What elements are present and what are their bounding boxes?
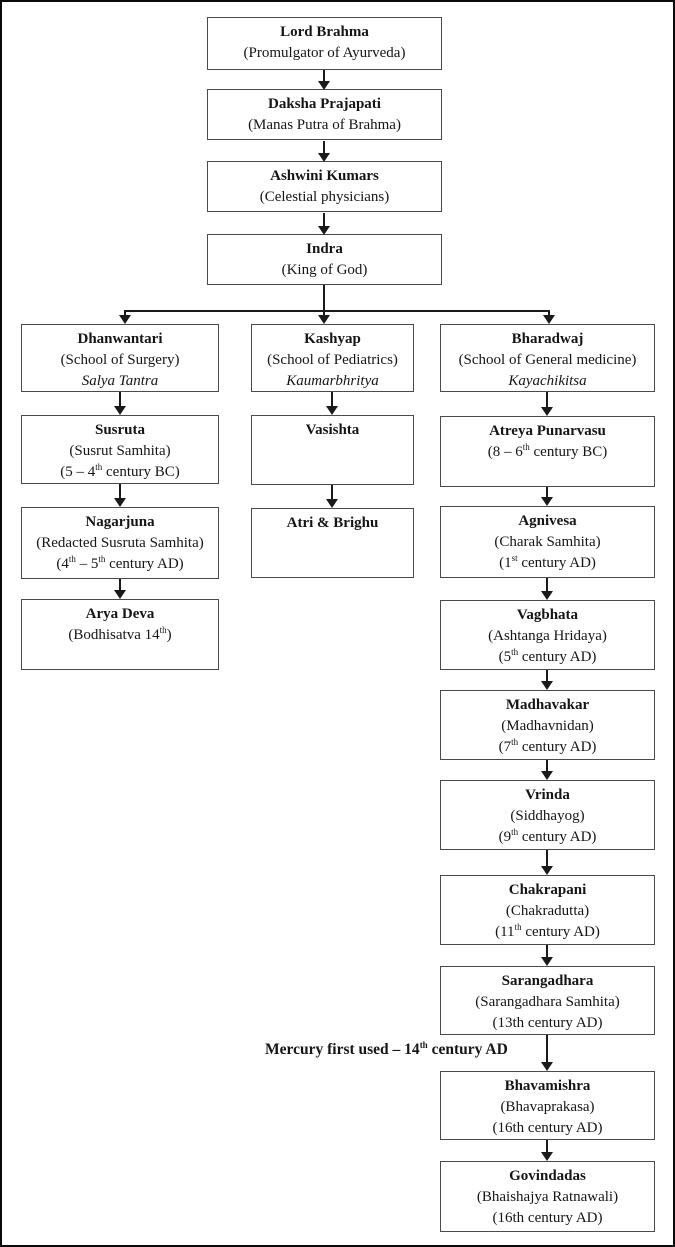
node-period: (9th century AD) bbox=[498, 827, 597, 846]
node-period: (16th century AD) bbox=[492, 1120, 603, 1136]
node-period: (Bodhisatva 14th) bbox=[68, 625, 172, 644]
node-title: Kashyap bbox=[304, 331, 361, 347]
branch-split-line bbox=[124, 310, 550, 312]
arrow-vagbhata-madhavakar bbox=[541, 670, 553, 690]
node-atri-brighu: Atri & Brighu bbox=[251, 508, 414, 578]
node-period: (5 – 4th century BC) bbox=[60, 462, 180, 481]
node-title: Bhavamishra bbox=[504, 1078, 591, 1094]
arrow-nagarjuna-aryadeva bbox=[114, 579, 126, 599]
node-period: (16th century AD) bbox=[492, 1210, 603, 1226]
arrow-vrinda-chakrapani bbox=[541, 850, 553, 875]
node-sanskrit-term: Kayachikitsa bbox=[508, 373, 587, 389]
node-period: (1st century AD) bbox=[499, 553, 596, 572]
node-subtitle: (Sarangadhara Samhita) bbox=[475, 994, 620, 1010]
node-title: Vrinda bbox=[525, 787, 570, 803]
node-sanskrit-term: Salya Tantra bbox=[81, 373, 159, 389]
arrow-bhavamishra-govindadas bbox=[541, 1140, 553, 1161]
node-subtitle: (Siddhayog) bbox=[510, 808, 585, 824]
node-title: Atri & Brighu bbox=[286, 515, 379, 531]
arrow-indra-kashyap bbox=[318, 285, 330, 324]
node-title: Sarangadhara bbox=[501, 973, 594, 989]
node-title: Dhanwantari bbox=[77, 331, 163, 347]
arrow-bharadwaj-atreya bbox=[541, 392, 553, 416]
node-title: Bharadwaj bbox=[511, 331, 584, 347]
node-period: (4th – 5th century AD) bbox=[56, 554, 184, 573]
node-subtitle: (Manas Putra of Brahma) bbox=[248, 117, 401, 133]
node-title: Chakrapani bbox=[508, 882, 587, 898]
node-arya-deva: Arya Deva (Bodhisatva 14th) bbox=[21, 599, 219, 670]
node-subtitle: (Redacted Susruta Samhita) bbox=[36, 535, 204, 551]
node-subtitle: (Chakradutta) bbox=[505, 903, 590, 919]
node-ashwini-kumars: Ashwini Kumars (Celestial physicians) bbox=[207, 161, 442, 212]
node-subtitle: (Celestial physicians) bbox=[259, 189, 390, 205]
node-subtitle: (School of General medicine) bbox=[458, 352, 637, 368]
arrow-kashyap-vasishta bbox=[326, 392, 338, 415]
node-subtitle: (Bhaishajya Ratnawali) bbox=[476, 1189, 619, 1205]
node-sarangadhara: Sarangadhara (Sarangadhara Samhita) (13t… bbox=[440, 966, 655, 1035]
node-period: (5th century AD) bbox=[498, 647, 597, 666]
node-bhavamishra: Bhavamishra (Bhavaprakasa) (16th century… bbox=[440, 1071, 655, 1140]
node-subtitle: (Ashtanga Hridaya) bbox=[488, 628, 607, 644]
node-title: Arya Deva bbox=[85, 606, 155, 622]
node-subtitle: (Madhavnidan) bbox=[501, 718, 594, 734]
node-title: Vagbhata bbox=[516, 607, 579, 623]
node-title: Susruta bbox=[94, 422, 146, 438]
node-period: (8 – 6th century BC) bbox=[487, 442, 608, 461]
node-title: Ashwini Kumars bbox=[270, 168, 379, 184]
node-subtitle: (Charak Samhita) bbox=[494, 534, 601, 550]
node-atreya-punarvasu: Atreya Punarvasu (8 – 6th century BC) bbox=[440, 416, 655, 487]
node-period: (13th century AD) bbox=[492, 1015, 603, 1031]
node-nagarjuna: Nagarjuna (Redacted Susruta Samhita) (4t… bbox=[21, 507, 219, 579]
node-daksha-prajapati: Daksha Prajapati (Manas Putra of Brahma) bbox=[207, 89, 442, 140]
arrow-atreya-agnivesa bbox=[541, 487, 553, 506]
node-title: Nagarjuna bbox=[85, 514, 155, 530]
arrow-ashwini-indra bbox=[318, 213, 330, 235]
node-madhavakar: Madhavakar (Madhavnidan) (7th century AD… bbox=[440, 690, 655, 760]
arrow-indra-dhanwantari bbox=[119, 311, 131, 324]
node-title: Govindadas bbox=[509, 1168, 586, 1184]
node-subtitle: (School of Surgery) bbox=[60, 352, 180, 368]
arrow-dhanwantari-susruta bbox=[114, 392, 126, 415]
arrow-madhavakar-vrinda bbox=[541, 760, 553, 780]
node-dhanwantari: Dhanwantari (School of Surgery) Salya Ta… bbox=[21, 324, 219, 392]
node-title: Vasishta bbox=[305, 422, 360, 438]
node-title: Atreya Punarvasu bbox=[489, 423, 606, 439]
node-indra: Indra (King of God) bbox=[207, 234, 442, 285]
arrow-vasishta-atribrighu bbox=[326, 485, 338, 508]
arrow-indra-bharadwaj bbox=[543, 311, 555, 324]
node-period: (11th century AD) bbox=[495, 922, 600, 941]
node-period: (7th century AD) bbox=[498, 737, 597, 756]
node-title: Indra bbox=[306, 241, 343, 257]
node-subtitle: (King of God) bbox=[281, 262, 368, 278]
node-subtitle: (School of Pediatrics) bbox=[267, 352, 398, 368]
node-lord-brahma: Lord Brahma (Promulgator of Ayurveda) bbox=[207, 17, 442, 70]
node-govindadas: Govindadas (Bhaishajya Ratnawali) (16th … bbox=[440, 1161, 655, 1232]
arrow-chakrapani-sarangadhara bbox=[541, 945, 553, 966]
node-subtitle: (Promulgator of Ayurveda) bbox=[243, 45, 406, 61]
node-title: Madhavakar bbox=[505, 697, 590, 713]
node-vagbhata: Vagbhata (Ashtanga Hridaya) (5th century… bbox=[440, 600, 655, 670]
arrow-susruta-nagarjuna bbox=[114, 484, 126, 507]
node-agnivesa: Agnivesa (Charak Samhita) (1st century A… bbox=[440, 506, 655, 578]
node-subtitle: (Susrut Samhita) bbox=[69, 443, 171, 459]
node-susruta: Susruta (Susrut Samhita) (5 – 4th centur… bbox=[21, 415, 219, 484]
node-vasishta: Vasishta bbox=[251, 415, 414, 485]
node-title: Agnivesa bbox=[518, 513, 577, 529]
node-sanskrit-term: Kaumarbhritya bbox=[286, 373, 379, 389]
node-chakrapani: Chakrapani (Chakradutta) (11th century A… bbox=[440, 875, 655, 945]
arrow-sarangadhara-bhavamishra bbox=[541, 1035, 553, 1071]
mercury-note: Mercury first used – 14th century AD bbox=[265, 1039, 508, 1058]
node-kashyap: Kashyap (School of Pediatrics) Kaumarbhr… bbox=[251, 324, 414, 392]
node-vrinda: Vrinda (Siddhayog) (9th century AD) bbox=[440, 780, 655, 850]
node-title: Lord Brahma bbox=[280, 24, 369, 40]
arrow-daksha-ashwini bbox=[318, 141, 330, 162]
node-subtitle: (Bhavaprakasa) bbox=[500, 1099, 595, 1115]
arrow-brahma-daksha bbox=[318, 70, 330, 90]
node-bharadwaj: Bharadwaj (School of General medicine) K… bbox=[440, 324, 655, 392]
arrow-agnivesa-vagbhata bbox=[541, 578, 553, 600]
node-title: Daksha Prajapati bbox=[268, 96, 381, 112]
